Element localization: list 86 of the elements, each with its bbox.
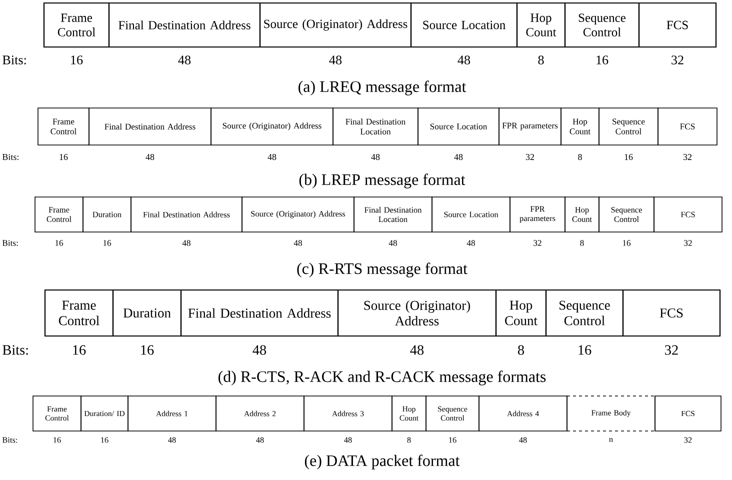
field-cell: Sequence Control <box>598 108 658 146</box>
field-cell: Final Destination Address <box>130 196 242 232</box>
bit-count: 48 <box>268 154 276 160</box>
caption: (e) DATA packet format <box>304 454 460 470</box>
field-cell: Source (Originator) Address <box>242 196 354 232</box>
bit-count: 32 <box>665 345 678 355</box>
field-cell: FCS <box>638 2 717 48</box>
field-cell: Frame Control <box>44 289 114 337</box>
field-cell: FPR parameters <box>498 108 562 146</box>
bits-label: Bits: <box>2 240 18 246</box>
bit-count: 16 <box>141 345 154 355</box>
bit-count: 48 <box>329 56 342 64</box>
field-cell: Sequence Control <box>545 289 624 337</box>
bit-count: 48 <box>294 240 302 246</box>
field-cell: Hop Count <box>495 289 547 337</box>
bit-count: 16 <box>578 345 592 355</box>
bit-count: 8 <box>580 240 584 246</box>
bits-label: Bits: <box>2 154 18 160</box>
bit-count: 16 <box>624 154 633 160</box>
field-cell: Final Destination Address <box>88 108 212 146</box>
bit-count: 32 <box>683 154 692 160</box>
bit-count: 32 <box>526 154 534 160</box>
bit-count: n <box>609 438 613 442</box>
field-cell: Source Location <box>410 2 518 48</box>
field-cell: Source (Originator) Address <box>337 289 497 337</box>
field-cell: FCS <box>658 108 718 146</box>
bit-count: 8 <box>578 154 582 160</box>
field-cell: FCS <box>654 196 722 232</box>
field-cell: Source Location <box>418 108 500 146</box>
field-cell: Sequence Control <box>564 2 640 48</box>
bit-count: 48 <box>344 437 352 443</box>
field-cell: FCS <box>622 289 721 337</box>
field-cell: Hop Count <box>564 196 600 232</box>
field-cell: Sequence Control <box>598 196 654 232</box>
field-cell: Frame Control <box>38 108 90 146</box>
bit-count: 16 <box>71 56 83 64</box>
bit-count: 48 <box>371 154 380 160</box>
bit-count: 16 <box>73 345 86 355</box>
field-cell: Final Destination Location <box>354 196 432 232</box>
field-cell: Source Location <box>432 196 510 232</box>
bit-count: 48 <box>146 154 154 160</box>
bit-count: 16 <box>622 240 631 246</box>
bit-count: 48 <box>519 437 527 443</box>
caption: (c) R-RTS message format <box>297 262 468 278</box>
bits-label: Bits: <box>2 345 28 355</box>
bit-count: 48 <box>256 437 264 443</box>
bit-count: 16 <box>103 240 112 246</box>
bit-count: 32 <box>684 240 692 246</box>
bits-label: Bits: <box>2 437 18 443</box>
field-cell: Source (Originator) Address <box>210 108 334 146</box>
bits-label: Bits: <box>2 56 26 64</box>
field-cell: Frame Control <box>34 196 84 232</box>
bit-count: 32 <box>684 437 692 443</box>
bit-count: 16 <box>60 154 68 160</box>
bit-count: 48 <box>388 240 397 246</box>
bit-count: 16 <box>54 437 61 443</box>
bit-count: 32 <box>672 56 684 64</box>
bit-count: 8 <box>538 56 544 64</box>
field-cell: Hop Count <box>560 108 600 146</box>
bit-count: 48 <box>182 240 190 246</box>
bit-count: 48 <box>252 345 266 355</box>
field-cell: Frame Control <box>43 2 110 48</box>
field-cell: Final Destination Address <box>108 2 261 48</box>
field-cell: Final Destination Address <box>180 289 339 337</box>
bit-count: 16 <box>596 56 608 64</box>
field-cell: Duration <box>82 196 132 232</box>
field-cell: Duration <box>112 289 182 337</box>
caption: (d) R-CTS, R-ACK and R-CACK message formats <box>218 370 546 386</box>
bit-count: 48 <box>410 345 424 355</box>
bit-count: 48 <box>168 437 176 443</box>
bit-count: 8 <box>407 437 411 443</box>
bit-count: 16 <box>449 437 456 443</box>
bit-count: 48 <box>458 56 470 64</box>
field-cell: Hop Count <box>516 2 566 48</box>
bit-count: 32 <box>534 240 542 246</box>
bit-count: 48 <box>454 154 463 160</box>
bit-count: 48 <box>466 240 475 246</box>
field-cell: Final Destination Location <box>332 108 418 146</box>
caption: (b) LREP message format <box>299 174 466 188</box>
bit-count: 8 <box>518 345 524 355</box>
bit-count: 16 <box>101 437 108 443</box>
field-cell: FPR parameters <box>510 196 566 232</box>
bit-count: 48 <box>178 56 191 64</box>
bit-count: 16 <box>55 240 64 246</box>
caption: (a) LREQ message format <box>298 80 466 96</box>
field-cell: Source (Originator) Address <box>259 2 412 48</box>
